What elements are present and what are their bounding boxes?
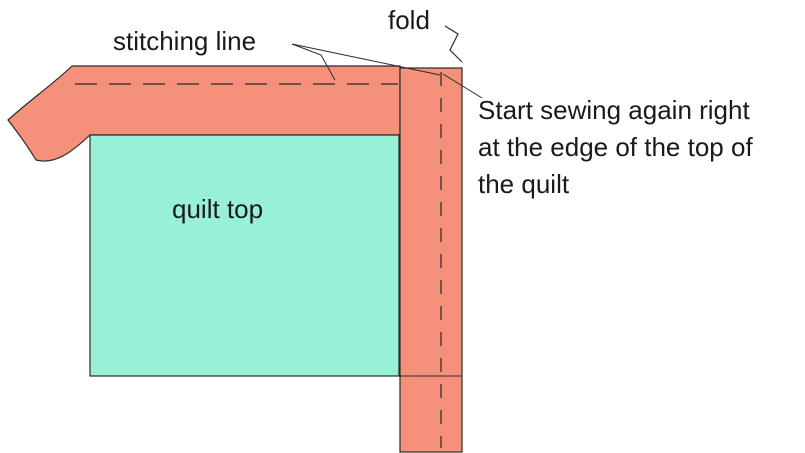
quilt-top-label: quilt top (172, 194, 263, 224)
stitching-line-leader-right (291, 43, 441, 76)
instruction-line-2: at the edge of the top of (478, 132, 753, 162)
stitching-line-leader (291, 43, 336, 81)
instruction-line-3: the quilt (478, 169, 570, 199)
folded-binding-strip (399, 67, 463, 453)
stitching-line-label: stitching line (113, 26, 256, 56)
instruction-line-1: Start sewing again right (478, 95, 750, 125)
quilt-top-panel (89, 134, 400, 377)
fold-bracket (444, 25, 463, 63)
top-binding-strip (7, 65, 401, 162)
fold-label: fold (388, 5, 430, 35)
instruction-leader (442, 73, 483, 99)
